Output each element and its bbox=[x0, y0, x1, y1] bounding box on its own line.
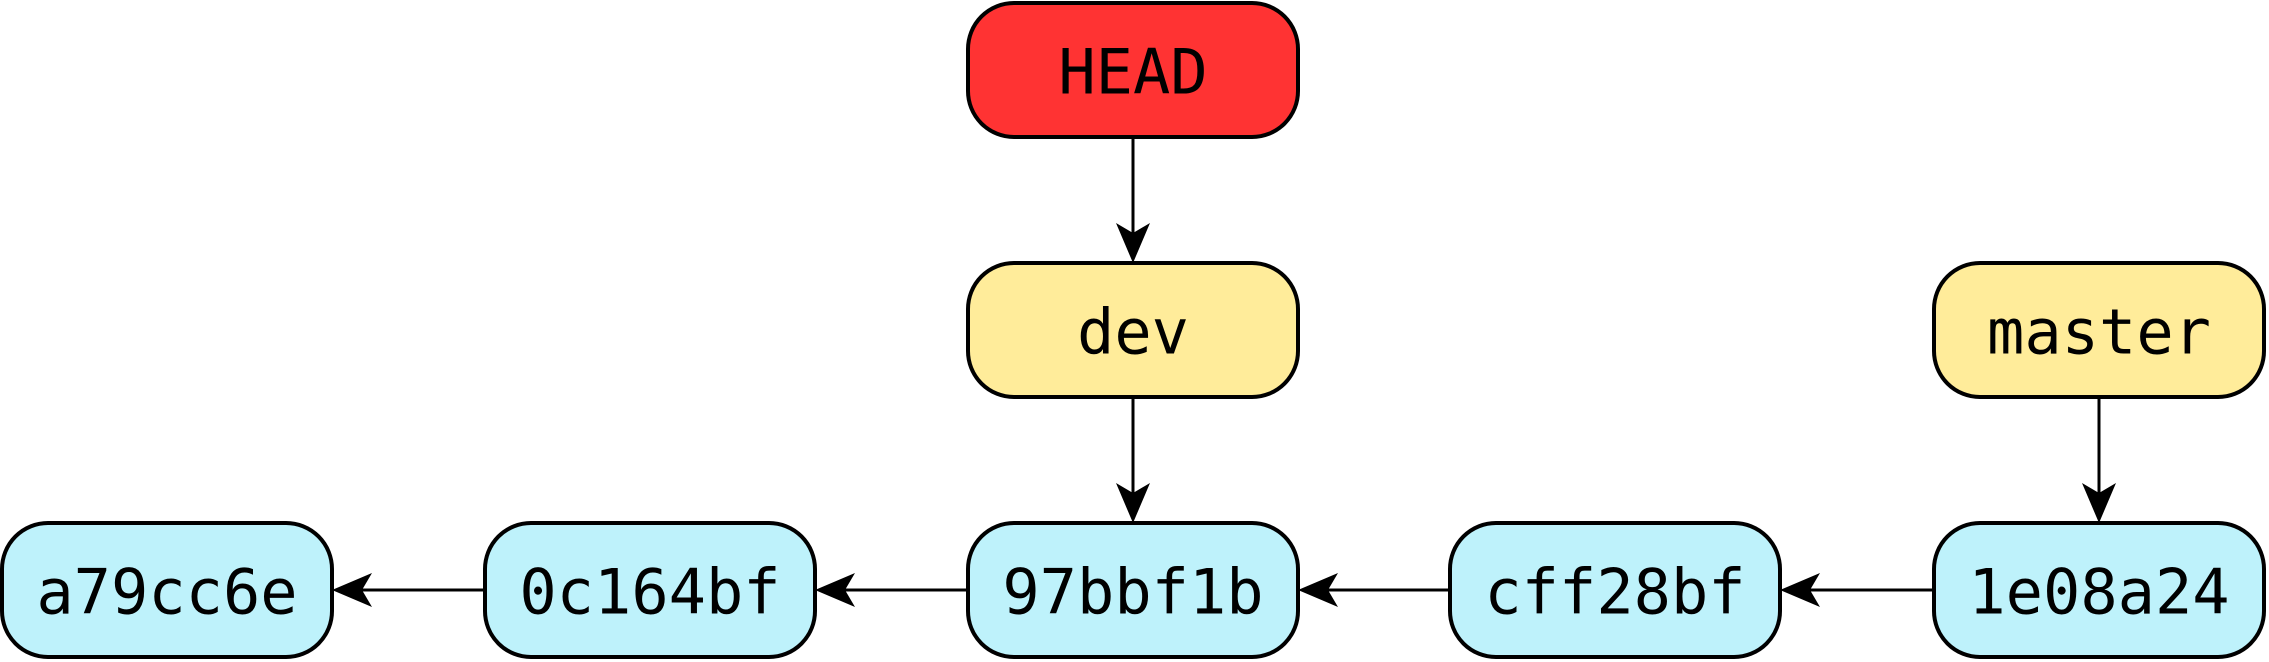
node-commit-label: cff28bf bbox=[1484, 556, 1745, 629]
arrowhead-icon bbox=[332, 573, 372, 607]
edge-dev-to-c3 bbox=[1116, 397, 1150, 523]
arrowhead-icon bbox=[1116, 223, 1150, 263]
node-commit-cff28bf: cff28bf bbox=[1448, 521, 1782, 659]
node-commit-label: 1e08a24 bbox=[1968, 556, 2229, 629]
node-head-label: HEAD bbox=[1058, 36, 1207, 109]
edge-head-to-dev bbox=[1116, 137, 1150, 263]
edge-c4-to-c3 bbox=[1298, 573, 1450, 607]
node-master: master bbox=[1932, 261, 2266, 399]
node-dev-label: dev bbox=[1077, 296, 1189, 369]
arrowhead-icon bbox=[2082, 483, 2116, 523]
node-commit-label: 0c164bf bbox=[519, 556, 780, 629]
node-commit-label: a79cc6e bbox=[36, 556, 297, 629]
arrowhead-icon bbox=[815, 573, 855, 607]
node-commit-0c164bf: 0c164bf bbox=[483, 521, 817, 659]
node-commit-label: 97bbf1b bbox=[1002, 556, 1263, 629]
edge-master-to-c5 bbox=[2082, 397, 2116, 523]
arrowhead-icon bbox=[1780, 573, 1820, 607]
edge-c2-to-c1 bbox=[332, 573, 485, 607]
node-commit-1e08a24: 1e08a24 bbox=[1932, 521, 2266, 659]
arrowhead-icon bbox=[1298, 573, 1338, 607]
edge-c3-to-c2 bbox=[815, 573, 968, 607]
node-commit-97bbf1b: 97bbf1b bbox=[966, 521, 1300, 659]
node-head: HEAD bbox=[966, 1, 1300, 139]
node-dev: dev bbox=[966, 261, 1300, 399]
node-commit-a79cc6e: a79cc6e bbox=[0, 521, 334, 659]
edge-c5-to-c4 bbox=[1780, 573, 1934, 607]
arrowhead-icon bbox=[1116, 483, 1150, 523]
edges bbox=[332, 137, 2116, 607]
node-master-label: master bbox=[1987, 296, 2211, 369]
